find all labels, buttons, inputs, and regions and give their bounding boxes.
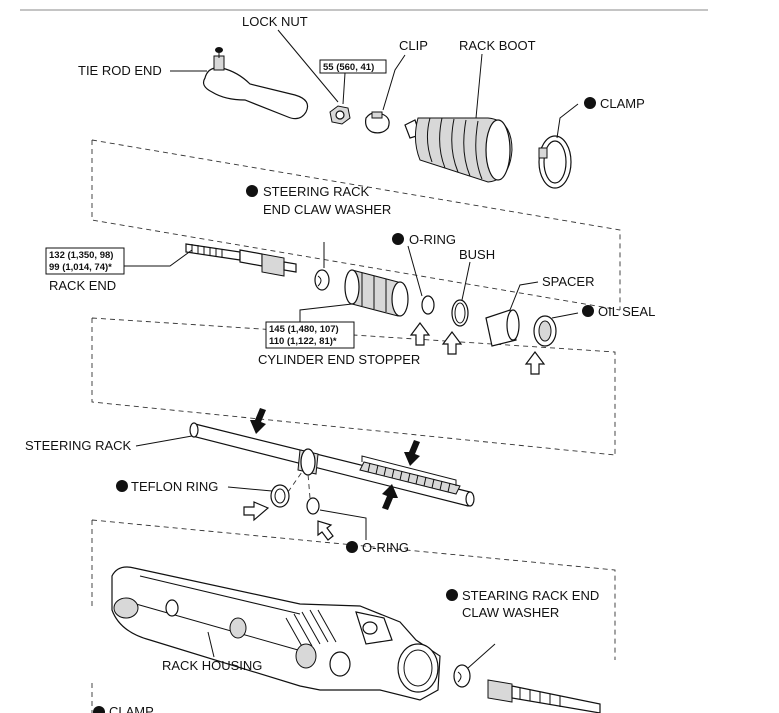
spacer [485,309,520,347]
rack-boot [404,117,513,183]
boundary-housing [91,519,616,660]
rack-housing [111,566,441,701]
rack-end [185,243,297,277]
bush-label: BUSH [459,247,495,262]
rack-end-torque-box [45,247,125,275]
clamp-top [538,135,572,189]
clip-label: CLIP [399,38,428,53]
teflon-ring-label: TEFLON RING [131,479,218,494]
rack-end-bottom [487,679,601,713]
bush [451,299,469,327]
rack-end-torque-1: 132 (1,350, 98) [49,250,113,261]
claw-washer-label-2: END CLAW WASHER [263,202,391,217]
o-ring-bottom-bullet [346,541,358,553]
bush-arrow [441,331,463,355]
claw-washer-top [314,269,330,291]
lock-nut-torque: 55 (560, 41) [323,62,374,73]
oil-seal-bullet [582,305,594,317]
lock-nut [329,105,351,125]
spacer-label: SPACER [542,274,595,289]
rack-arrow-2 [404,440,420,466]
rack-arrow-1 [250,408,266,434]
oil-seal-label: OIL SEAL [598,304,655,319]
clamp-top-bullet [584,97,596,109]
clip-leader [382,54,406,111]
lock-nut-leader [277,29,339,103]
clamp-bottom-label: CLAMP [109,704,154,713]
o-ring-top-label: O-RING [409,232,456,247]
claw-washer-bottom [453,664,471,688]
cylinder-end-stopper [344,269,409,317]
clamp-top-label: CLAMP [600,96,645,111]
tie-rod-end [202,47,309,120]
rack-arrow-3 [382,484,398,510]
cylinder-end-stopper-label: CYLINDER END STOPPER [258,352,420,367]
steering-rack-label: STEERING RACK [25,438,132,453]
stopper-torque-2: 110 (1,122, 81)* [269,336,337,347]
claw-washer-label-1: STEERING RACK [263,184,370,199]
steering-rack [189,422,475,507]
o-ring-bottom-arrow [317,520,334,541]
lock-nut-torque-box [319,59,387,74]
rack-boot-label: RACK BOOT [459,38,536,53]
o-ring-bottom [306,497,320,515]
stopper-torque-box [265,321,355,349]
tie-rod-end-label: TIE ROD END [78,63,162,78]
clamp-top-leader [556,103,579,139]
clamp-bottom-bullet [93,706,105,713]
oil-seal-arrow [524,351,546,375]
stopper-torque-1: 145 (1,480, 107) [269,324,339,335]
teflon-ring [270,484,290,508]
rack-boot-leader [475,53,483,119]
boundary-boot [91,139,621,311]
teflon-ring-arrow [243,501,270,522]
o-ring-bottom-label: O-RING [362,540,409,555]
clip [365,111,390,134]
claw-washer-2-bullet [446,589,458,601]
rack-end-torque-2: 99 (1,014, 74)* [49,262,112,273]
o-ring-top-arrow [409,322,431,346]
claw-washer-bullet [246,185,258,197]
rack-housing-label: RACK HOUSING [162,658,262,673]
oil-seal [533,315,557,347]
o-ring-top [421,295,435,315]
o-ring-top-bullet [392,233,404,245]
rack-end-label: RACK END [49,278,116,293]
claw-washer-2-label-1: STEARING RACK END [462,588,599,603]
claw-washer-2-label-2: CLAW WASHER [462,605,559,620]
lock-nut-label: LOCK NUT [242,14,308,29]
teflon-ring-bullet [116,480,128,492]
